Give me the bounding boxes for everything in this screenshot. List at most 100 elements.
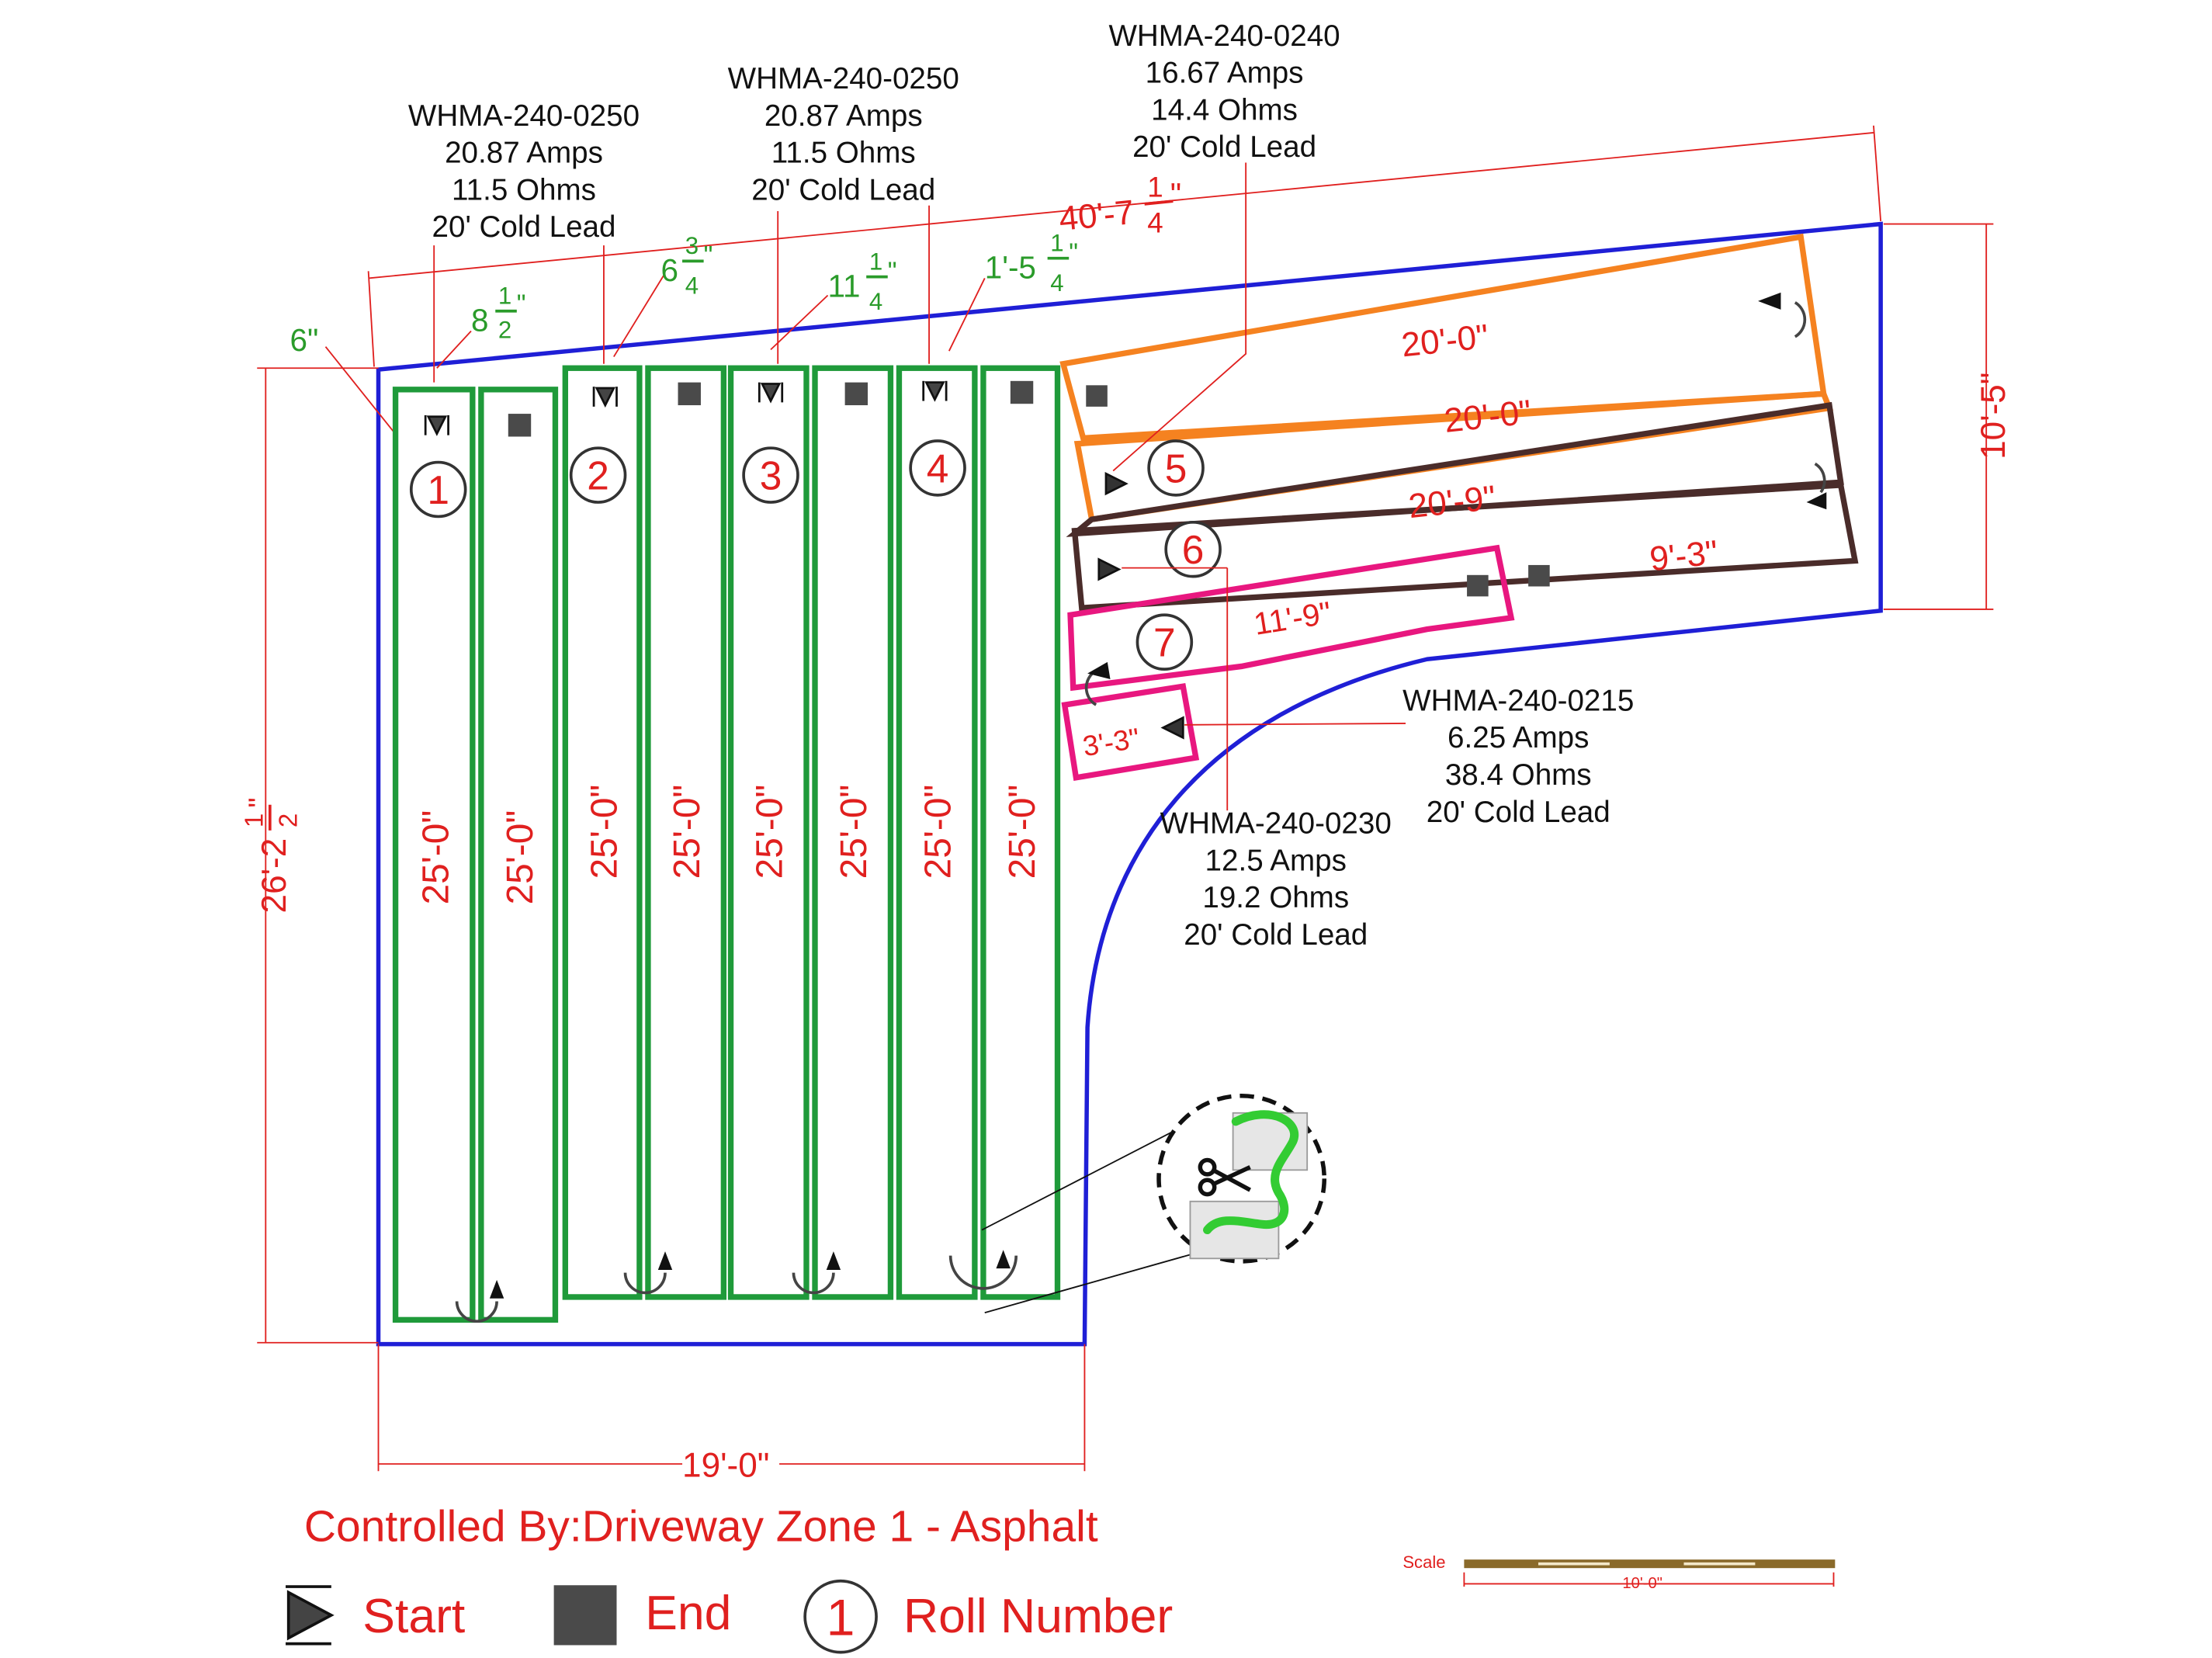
svg-text:WHMA-240-0250: WHMA-240-0250 — [728, 62, 959, 95]
svg-text:25'-0": 25'-0" — [416, 810, 457, 905]
mat-brown-main — [1071, 482, 1859, 611]
mat-pink-long — [1067, 544, 1515, 692]
svg-text:": " — [888, 257, 897, 286]
dim-overall-top-num: 1 — [1147, 172, 1163, 203]
svg-text:14.4 Ohms: 14.4 Ohms — [1151, 93, 1298, 127]
svg-text:19.2 Ohms: 19.2 Ohms — [1202, 881, 1349, 914]
controlled-by: Controlled By:Driveway Zone 1 - Asphalt — [304, 1501, 1098, 1551]
mat-roll4-b — [980, 365, 1061, 1300]
svg-text:25'-0": 25'-0" — [1002, 785, 1043, 879]
dim-right-height: 10'-5" — [1975, 373, 2013, 460]
mat-roll1-a — [392, 387, 476, 1323]
dim-overall-top: 40'-7 — [1057, 193, 1135, 238]
dim-bottom-width: 19'-0" — [682, 1447, 769, 1485]
heater-spec-4: WHMA-240-0215 6.25 Amps 38.4 Ohms 20' Co… — [1402, 684, 1634, 828]
svg-text:1: 1 — [241, 813, 269, 827]
svg-text:4: 4 — [869, 288, 882, 315]
svg-text:5: 5 — [1165, 446, 1187, 491]
svg-text:6.25 Amps: 6.25 Amps — [1448, 721, 1589, 754]
svg-text:4: 4 — [927, 446, 949, 491]
offset-8-half: 8 — [471, 302, 489, 338]
heater-spec-1: WHMA-240-0250 20.87 Amps 11.5 Ohms 20' C… — [408, 99, 640, 244]
mat-roll1-b — [478, 387, 559, 1323]
dim-overall-top-tail: " — [1170, 177, 1181, 213]
roll-7-circle — [1135, 613, 1194, 671]
mat-roll2-b — [645, 365, 727, 1300]
svg-text:10'-0": 10'-0" — [1622, 1575, 1662, 1592]
svg-text:WHMA-240-0215: WHMA-240-0215 — [1402, 684, 1634, 717]
start-markers-green — [424, 380, 948, 436]
scale-bar: Scale 10'-0" — [1402, 1552, 1836, 1592]
roll-icon — [803, 1579, 878, 1654]
roll-circles — [409, 439, 1222, 671]
svg-text:26'-2: 26'-2 — [255, 838, 293, 914]
mat-pink-short — [1061, 682, 1200, 782]
legend-start-label: Start — [362, 1589, 465, 1643]
svg-text:WHMA-240-0230: WHMA-240-0230 — [1160, 807, 1392, 841]
dimension-overall-top — [367, 125, 1882, 367]
offset-11-quarter: 11 — [828, 268, 861, 304]
svg-text:1: 1 — [498, 283, 511, 310]
heater-spec-5: WHMA-240-0230 12.5 Amps 19.2 Ohms 20' Co… — [1160, 807, 1392, 952]
svg-text:1: 1 — [827, 1590, 855, 1647]
svg-text:12.5 Amps: 12.5 Amps — [1205, 844, 1347, 877]
mat-roll3-a — [727, 365, 810, 1300]
svg-text:20' Cold Lead: 20' Cold Lead — [432, 210, 616, 244]
roll-6-circle — [1164, 520, 1222, 578]
mat-roll2-a — [562, 365, 643, 1300]
dimension-right-height — [1883, 223, 1994, 610]
roll-3-circle — [742, 446, 799, 504]
svg-text:20' Cold Lead: 20' Cold Lead — [1132, 130, 1316, 164]
svg-text:25'-0": 25'-0" — [918, 785, 959, 879]
svg-text:11.5 Ohms: 11.5 Ohms — [771, 137, 916, 170]
svg-text:11.5 Ohms: 11.5 Ohms — [452, 173, 596, 206]
svg-text:25'-0": 25'-0" — [584, 785, 625, 879]
svg-text:": " — [517, 290, 526, 319]
cut-detail-callout — [981, 1093, 1327, 1314]
legend-roll-label: Roll Number — [903, 1589, 1173, 1643]
mat-roll3-b — [812, 365, 894, 1300]
end-markers-green — [508, 380, 1034, 437]
svg-text:25'-0": 25'-0" — [667, 785, 708, 879]
svg-text:20'-0": 20'-0" — [1442, 393, 1533, 439]
svg-text:2: 2 — [587, 453, 609, 498]
svg-text:WHMA-240-0250: WHMA-240-0250 — [408, 99, 640, 133]
turn-arrows-green — [455, 1255, 1018, 1323]
heater-spec-2: WHMA-240-0250 20.87 Amps 11.5 Ohms 20' C… — [728, 62, 959, 206]
svg-text:4: 4 — [685, 272, 699, 300]
legend: Start End 1 Roll Number — [286, 1579, 1173, 1654]
svg-text:25'-0": 25'-0" — [500, 810, 541, 905]
offset-1-5-quarter: 1'-5 — [985, 249, 1036, 285]
svg-text:": " — [243, 797, 275, 807]
svg-text:Scale: Scale — [1402, 1552, 1445, 1572]
svg-text:25'-0": 25'-0" — [750, 785, 791, 879]
svg-text:20.87 Amps: 20.87 Amps — [445, 137, 603, 170]
dimension-left-height — [257, 367, 379, 1344]
svg-text:3'-3": 3'-3" — [1080, 722, 1142, 762]
svg-text:20.87 Amps: 20.87 Amps — [764, 99, 923, 133]
heater-spec-3: WHMA-240-0240 16.67 Amps 14.4 Ohms 20' C… — [1109, 19, 1340, 164]
svg-text:20'-0": 20'-0" — [1399, 317, 1490, 364]
brown-mats — [1066, 401, 1859, 611]
svg-text:3: 3 — [685, 232, 699, 259]
svg-text:16.67 Amps: 16.67 Amps — [1146, 57, 1304, 90]
offset-6: 6" — [290, 322, 319, 358]
svg-text:1: 1 — [1050, 230, 1063, 257]
heating-cable-icon — [1202, 1110, 1299, 1235]
end-icon — [553, 1585, 617, 1646]
svg-text:": " — [1069, 238, 1078, 267]
svg-text:7: 7 — [1153, 620, 1176, 665]
vertical-lengths: 25'-0" 25'-0" 25'-0" 25'-0" 25'-0" 25'-0… — [416, 785, 1044, 905]
svg-text:6: 6 — [1182, 527, 1205, 572]
svg-text:20' Cold Lead: 20' Cold Lead — [1184, 918, 1368, 952]
svg-text:25'-0": 25'-0" — [834, 785, 875, 879]
roll-5-circle — [1147, 439, 1205, 497]
svg-text:38.4 Ohms: 38.4 Ohms — [1445, 758, 1592, 792]
svg-text:20' Cold Lead: 20' Cold Lead — [751, 173, 935, 206]
roll-4-circle — [909, 439, 966, 497]
svg-text:2: 2 — [498, 317, 511, 344]
svg-text:20' Cold Lead: 20' Cold Lead — [1427, 796, 1610, 829]
legend-end-label: End — [645, 1586, 731, 1640]
green-mats — [392, 365, 1061, 1323]
start-icon — [286, 1585, 335, 1646]
